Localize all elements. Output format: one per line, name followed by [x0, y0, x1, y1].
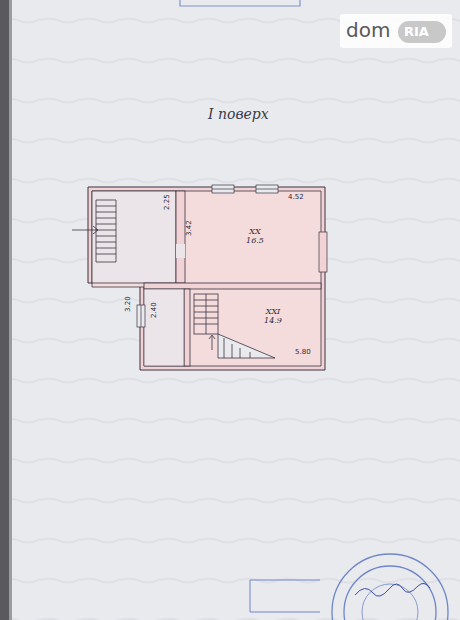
- floor-title: I поверх: [208, 106, 269, 122]
- small-room: [144, 289, 184, 366]
- room-size: 16.5: [246, 237, 264, 246]
- dimension: 3.20: [124, 296, 132, 312]
- watermark: dom: [346, 18, 390, 42]
- dimension: 3.42: [185, 220, 193, 236]
- partition-wall: [176, 191, 185, 283]
- signature: [355, 583, 430, 596]
- inner-wall: [92, 191, 321, 366]
- partition-wall: [144, 283, 321, 289]
- dimension: 4.52: [288, 193, 304, 201]
- door-opening: [176, 244, 185, 258]
- room-number: XX: [249, 228, 260, 237]
- stair-treads: [72, 200, 116, 262]
- dimension: 5.80: [295, 348, 311, 356]
- inner-stair: [194, 294, 275, 358]
- stair-hall: [92, 191, 176, 283]
- stamp-edge: [180, 0, 300, 6]
- watermark-pill: [398, 21, 446, 43]
- round-stamp: [250, 554, 448, 620]
- room-area: XX16.5: [192, 193, 318, 281]
- room-area: XXI14.9: [228, 292, 318, 342]
- window: [137, 185, 327, 327]
- partition-wall: [184, 289, 190, 366]
- dimension: 2.40: [150, 302, 158, 318]
- watermark-box: [340, 14, 452, 48]
- outer-wall: [88, 187, 325, 370]
- page-edge: [0, 0, 9, 620]
- page-edge: [9, 0, 12, 620]
- room-size: 14.9: [264, 317, 282, 326]
- watermark: RIA: [404, 24, 429, 39]
- room-number: XXI: [266, 308, 281, 317]
- dimension: 2.25: [163, 194, 171, 210]
